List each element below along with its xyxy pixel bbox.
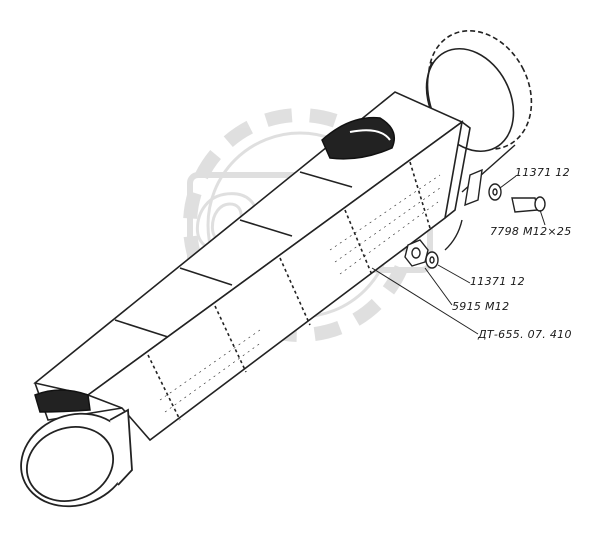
fastener-washer-top <box>488 183 502 201</box>
callout-bolt: 7798 M12×25 <box>490 225 572 238</box>
callout-housing: ДТ-655. 07. 410 <box>478 328 572 341</box>
callout-washer-bottom: 11371 12 <box>470 275 525 288</box>
left-end-cap <box>20 408 133 508</box>
housing-body <box>33 91 471 442</box>
fastener-nut <box>404 239 429 267</box>
fastener-bolt <box>511 196 546 213</box>
leader-lines <box>371 175 546 335</box>
top-opening <box>321 116 395 160</box>
left-opening <box>34 389 91 413</box>
fastener-washer-bottom <box>425 251 439 269</box>
callout-washer-top: 11371 12 <box>515 166 570 179</box>
callout-nut: 5915 M12 <box>452 300 510 313</box>
side-rod <box>444 144 516 251</box>
